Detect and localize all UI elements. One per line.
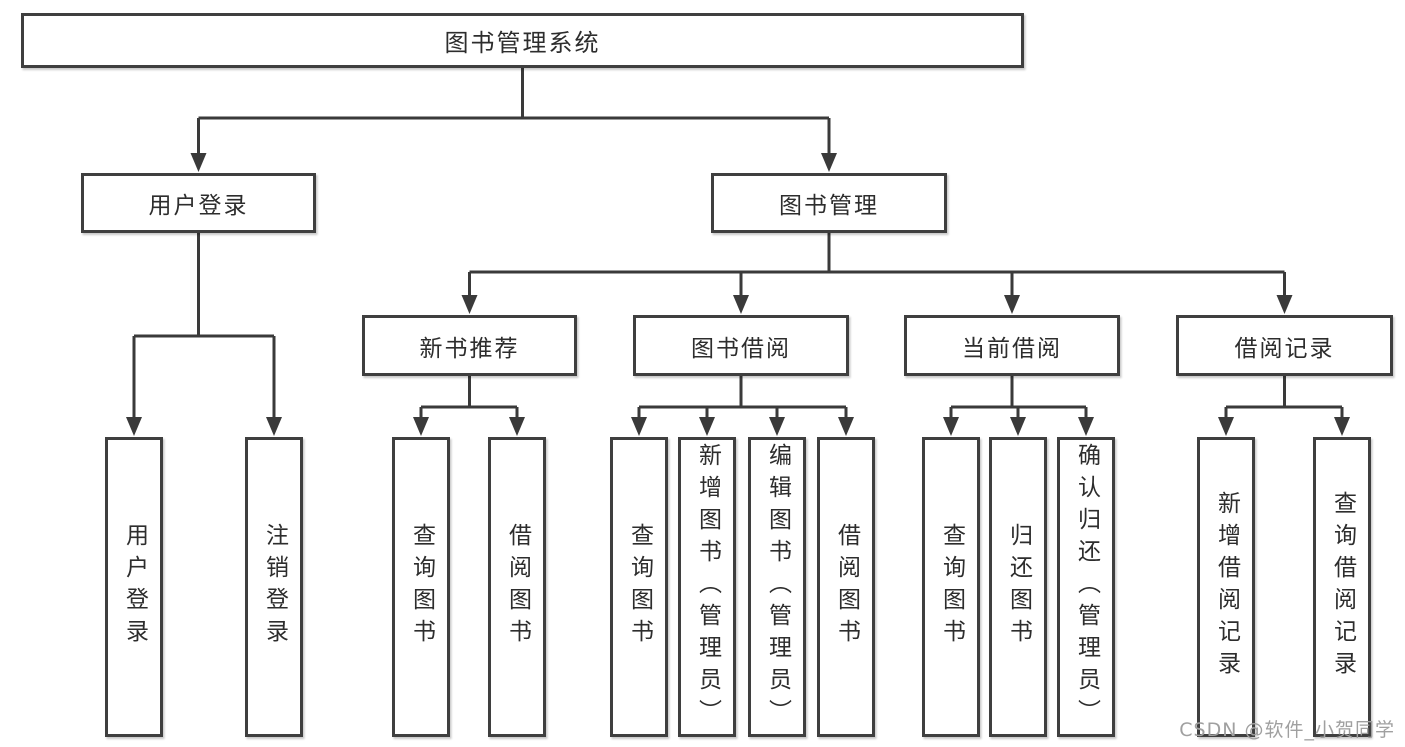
arrow-down-icon	[769, 417, 785, 436]
arrow-down-icon	[190, 153, 207, 172]
arrow-down-icon	[1004, 295, 1020, 314]
leaf-add-book-admin: 新增图书（管理员）	[678, 437, 736, 737]
arrow-down-icon	[1334, 417, 1350, 436]
leaf-query-borrow-record: 查询借阅记录	[1313, 437, 1371, 737]
node-label: 新增图书（管理员）	[694, 443, 721, 731]
node-borrow-records: 借阅记录	[1176, 315, 1393, 376]
leaf-confirm-return-admin: 确认归还（管理员）	[1057, 437, 1115, 737]
arrow-down-icon	[413, 417, 429, 436]
node-label: 注销登录	[261, 523, 288, 651]
node-label: 查询图书	[938, 523, 965, 651]
leaf-borrow-books-recommend: 借阅图书	[488, 437, 546, 737]
arrow-down-icon	[1078, 417, 1094, 436]
node-label: 查询借阅记录	[1329, 491, 1356, 683]
leaf-borrow-books: 借阅图书	[817, 437, 875, 737]
edges-current-borrow-to-leaves	[943, 376, 1094, 436]
node-label: 新增借阅记录	[1213, 491, 1240, 683]
arrow-down-icon	[1276, 295, 1293, 314]
arrow-down-icon	[266, 417, 282, 436]
node-label: 用户登录	[121, 523, 148, 651]
arrow-down-icon	[821, 153, 837, 172]
arrow-down-icon	[509, 417, 525, 436]
leaf-edit-book-admin: 编辑图书（管理员）	[748, 437, 806, 737]
node-label: 用户登录	[148, 193, 249, 219]
arrow-down-icon	[1010, 417, 1026, 436]
arrow-down-icon	[461, 295, 478, 314]
arrow-down-icon	[1218, 417, 1234, 436]
arrow-down-icon	[733, 295, 749, 314]
node-new-book-recommend: 新书推荐	[362, 315, 577, 376]
node-label: 借阅记录	[1234, 335, 1335, 362]
leaf-query-books-current: 查询图书	[922, 437, 980, 737]
edges-book-management-to-level3	[461, 233, 1293, 314]
arrow-down-icon	[943, 417, 959, 436]
node-user-login: 用户登录	[81, 173, 316, 233]
node-label: 图书管理系统	[444, 29, 601, 57]
arrow-down-icon	[126, 417, 142, 436]
node-root-library-system: 图书管理系统	[21, 13, 1024, 68]
node-current-borrow: 当前借阅	[904, 315, 1120, 376]
node-label: 图书借阅	[691, 335, 791, 362]
leaf-user-login: 用户登录	[105, 437, 163, 737]
node-label: 图书管理	[779, 193, 879, 219]
watermark: CSDN @软件_小贺同学	[1179, 719, 1395, 741]
arrow-down-icon	[838, 417, 854, 436]
node-label: 借阅图书	[504, 523, 531, 651]
arrow-down-icon	[699, 417, 715, 436]
node-book-borrow: 图书借阅	[633, 315, 849, 376]
leaf-add-borrow-record: 新增借阅记录	[1197, 437, 1255, 737]
leaf-query-books-recommend: 查询图书	[392, 437, 450, 737]
node-label: 查询图书	[408, 523, 435, 651]
edges-borrow-record-to-leaves	[1218, 376, 1350, 436]
node-label: 新书推荐	[419, 335, 520, 362]
node-label: 查询图书	[626, 523, 653, 651]
node-label: 编辑图书（管理员）	[764, 443, 791, 731]
leaf-query-books-borrow: 查询图书	[610, 437, 668, 737]
node-book-management: 图书管理	[711, 173, 947, 233]
node-label: 当前借阅	[962, 335, 1062, 362]
arrow-down-icon	[631, 417, 647, 436]
node-label: 归还图书	[1005, 523, 1032, 651]
edges-new-book-to-leaves	[413, 376, 525, 436]
node-label: 确认归还（管理员）	[1073, 443, 1100, 731]
leaf-return-book: 归还图书	[989, 437, 1047, 737]
edges-user-login-to-leaves	[126, 233, 282, 436]
edges-book-borrow-to-leaves	[631, 376, 854, 436]
node-label: 借阅图书	[833, 523, 860, 651]
edges-root-to-level2	[190, 68, 837, 172]
leaf-logout: 注销登录	[245, 437, 303, 737]
